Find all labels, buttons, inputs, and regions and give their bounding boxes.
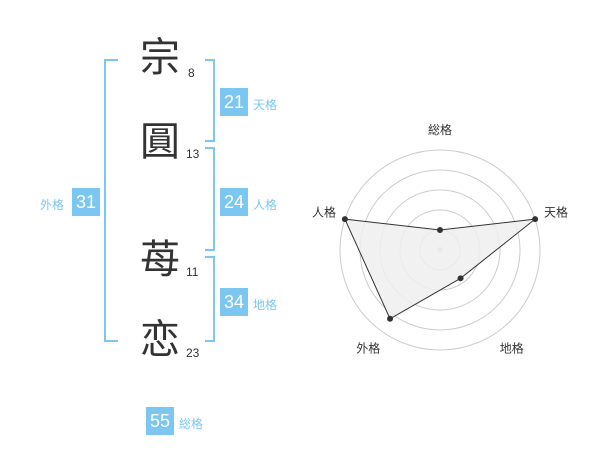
gaikaku-label: 外格: [40, 198, 65, 212]
radar-point: [341, 216, 348, 223]
soukaku-label: 総格: [179, 417, 204, 431]
radar-axis-label: 天格: [544, 204, 568, 219]
radar-point: [457, 275, 464, 282]
chikaku-badge: 34: [220, 288, 248, 316]
character-1: 宗: [140, 35, 180, 81]
tenkaku-badge: 21: [220, 88, 248, 116]
soukaku-badge: 55: [146, 407, 174, 435]
radar-axis-label: 人格: [312, 204, 336, 219]
chikaku-label: 地格: [253, 298, 278, 312]
stroke-count-4: 23: [186, 346, 200, 360]
stroke-count-3: 11: [186, 265, 199, 279]
outer-bracket: [104, 59, 118, 342]
radar-ring: [339, 149, 541, 351]
character-2: 圓: [140, 119, 180, 165]
radar-axis-label: 外格: [356, 341, 380, 356]
radar-point: [532, 216, 539, 223]
tenkaku-label: 天格: [253, 98, 278, 112]
stroke-count-1: 8: [188, 66, 195, 80]
jinkaku-badge: 24: [220, 188, 248, 216]
gaikaku-badge: 31: [72, 188, 100, 216]
radar-axis-label: 地格: [500, 341, 524, 356]
radar-area: [344, 218, 537, 320]
radar-axis-label: 総格: [428, 122, 452, 137]
radar-point: [387, 315, 394, 322]
character-4: 恋: [140, 317, 180, 363]
tenkaku-bracket: [205, 59, 215, 142]
chikaku-bracket: [205, 256, 215, 342]
radar-point: [437, 227, 443, 233]
character-3: 苺: [140, 237, 180, 283]
jinkaku-label: 人格: [253, 198, 278, 212]
radar-points: [341, 216, 539, 322]
stroke-count-2: 13: [186, 147, 200, 161]
jinkaku-bracket: [205, 147, 215, 251]
